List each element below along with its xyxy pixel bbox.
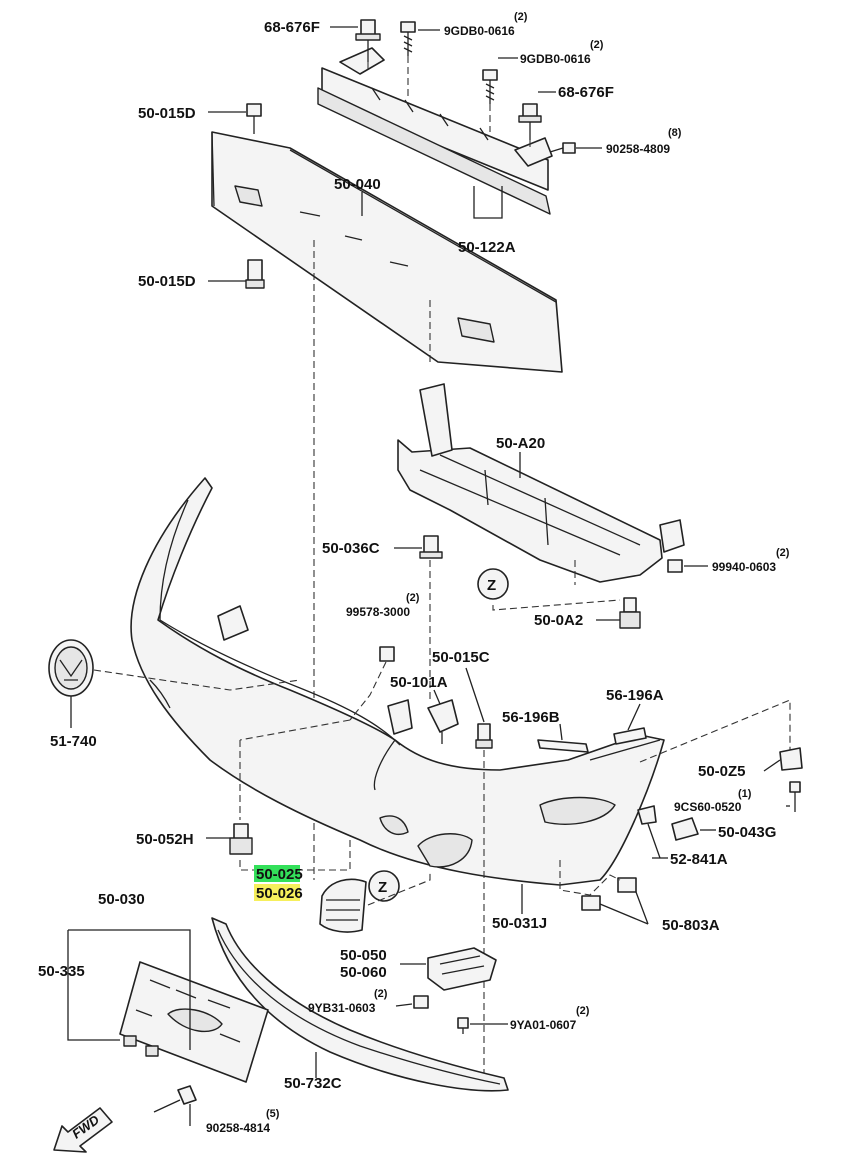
- qty-9cs60-0520: (1): [738, 788, 752, 800]
- clip-68-676f-right: [518, 103, 542, 140]
- label-50-031j: 50-031J: [492, 915, 547, 932]
- clip-68-676f-top: [355, 19, 381, 62]
- nut-99940-0603: [667, 559, 683, 573]
- clip-50-036c: [419, 535, 443, 559]
- label-56-196a: 56-196A: [606, 687, 664, 704]
- lower-lip-50-732c: [211, 917, 509, 1092]
- reinforcement-bar: [317, 47, 553, 215]
- label-9gdb0-0616-a: 9GDB0-0616: [444, 24, 515, 38]
- label-52-841a: 52-841A: [670, 851, 728, 868]
- label-68-676f-right: 68-676F: [558, 84, 614, 101]
- license-plate-bracket: [119, 961, 269, 1083]
- screw-9ya01-0607: [457, 1017, 469, 1034]
- clip-50-803a-b: [581, 895, 601, 911]
- label-50-030: 50-030: [98, 891, 145, 908]
- label-9ya01-0607: 9YA01-0607: [510, 1018, 577, 1032]
- bolt-9gdb0-b: [482, 69, 498, 104]
- bolt-9gdb0-a: [400, 21, 416, 56]
- pad-56-196b: [537, 739, 589, 753]
- label-50-026: 50-026: [256, 885, 303, 902]
- label-50-335: 50-335: [38, 963, 85, 980]
- bracket-50-101a: [427, 699, 459, 744]
- label-50-122a: 50-122A: [458, 239, 516, 256]
- label-50-040: 50-040: [334, 176, 381, 193]
- label-50-a20: 50-A20: [496, 435, 545, 452]
- label-z-top: Z: [487, 577, 496, 594]
- energy-absorber: [211, 131, 563, 373]
- qty-90258-4814: (5): [266, 1108, 280, 1120]
- label-50-015d-bot: 50-015D: [138, 273, 196, 290]
- bolt-50-015d-bot: [245, 259, 265, 289]
- label-50-015d-top: 50-015D: [138, 105, 196, 122]
- ref-circle-z-bot: [368, 870, 400, 902]
- clip-50-052h: [229, 823, 253, 855]
- label-50-036c: 50-036C: [322, 540, 380, 557]
- label-68-676f-top: 68-676F: [264, 19, 320, 36]
- bumper-cover: [130, 477, 665, 886]
- qty-99578-3000: (2): [406, 592, 420, 604]
- label-9gdb0-0616-b: 9GDB0-0616: [520, 52, 591, 66]
- label-50-0a2: 50-0A2: [534, 612, 583, 629]
- label-90258-4809: 90258-4809: [606, 142, 670, 156]
- ref-circle-z-top: [477, 568, 509, 600]
- qty-9ya01-0607: (2): [576, 1005, 590, 1017]
- label-9yb31-0603: 9YB31-0603: [308, 1001, 376, 1015]
- label-9cs60-0520: 9CS60-0520: [674, 800, 742, 814]
- label-50-052h: 50-052H: [136, 831, 194, 848]
- label-50-0z5: 50-0Z5: [698, 763, 746, 780]
- label-50-025: 50-025: [256, 866, 303, 883]
- qty-9gdb0-0616-b: (2): [590, 39, 604, 51]
- highlight-50-025: [254, 865, 300, 882]
- nut-9yb31-0603: [413, 995, 429, 1009]
- emblem-51-740: [48, 639, 94, 728]
- bracket-50-050: [427, 947, 497, 991]
- label-99578-3000: 99578-3000: [346, 605, 410, 619]
- nut-99578-3000: [379, 646, 395, 662]
- bolt-50-015d-top: [246, 103, 262, 134]
- fog-cover-50-025: [319, 878, 367, 933]
- qty-90258-4809: (8): [668, 127, 682, 139]
- clip-50-803a-a: [617, 877, 637, 893]
- screw-90258-4809: [549, 142, 576, 154]
- qty-99940-0603: (2): [776, 547, 790, 559]
- label-99940-0603: 99940-0603: [712, 560, 776, 574]
- label-51-740: 51-740: [50, 733, 97, 750]
- label-50-803a: 50-803A: [662, 917, 720, 934]
- leader-lines: [67, 26, 790, 1126]
- part-labels: 68-676F 9GDB0-0616 (2) 9GDB0-0616 (2) 68…: [38, 11, 790, 1142]
- label-56-196b: 56-196B: [502, 709, 560, 726]
- screw-9cs60-0520: [789, 781, 801, 812]
- label-50-043g: 50-043G: [718, 824, 776, 841]
- screw-90258-4814: [153, 1085, 197, 1113]
- qty-9yb31-0603: (2): [374, 988, 388, 1000]
- bumper-bracket: [397, 383, 685, 583]
- label-50-101a: 50-101A: [390, 674, 448, 691]
- pad-56-196a: [613, 727, 647, 745]
- clip-50-043g: [671, 817, 699, 841]
- fwd-arrow-icon: [53, 1107, 113, 1153]
- label-z-bot: Z: [378, 879, 387, 896]
- label-50-050: 50-050: [340, 947, 387, 964]
- qty-9gdb0-0616-a: (2): [514, 11, 528, 23]
- label-50-015c: 50-015C: [432, 649, 490, 666]
- bolt-50-015c: [475, 723, 493, 749]
- clip-52-841a: [637, 805, 661, 859]
- bolt-50-0a2: [619, 597, 641, 629]
- label-50-060: 50-060: [340, 964, 387, 981]
- highlight-50-026: [254, 884, 300, 901]
- label-90258-4814: 90258-4814: [206, 1121, 270, 1135]
- clip-50-0z5: [779, 747, 803, 771]
- label-50-732c: 50-732C: [284, 1075, 342, 1092]
